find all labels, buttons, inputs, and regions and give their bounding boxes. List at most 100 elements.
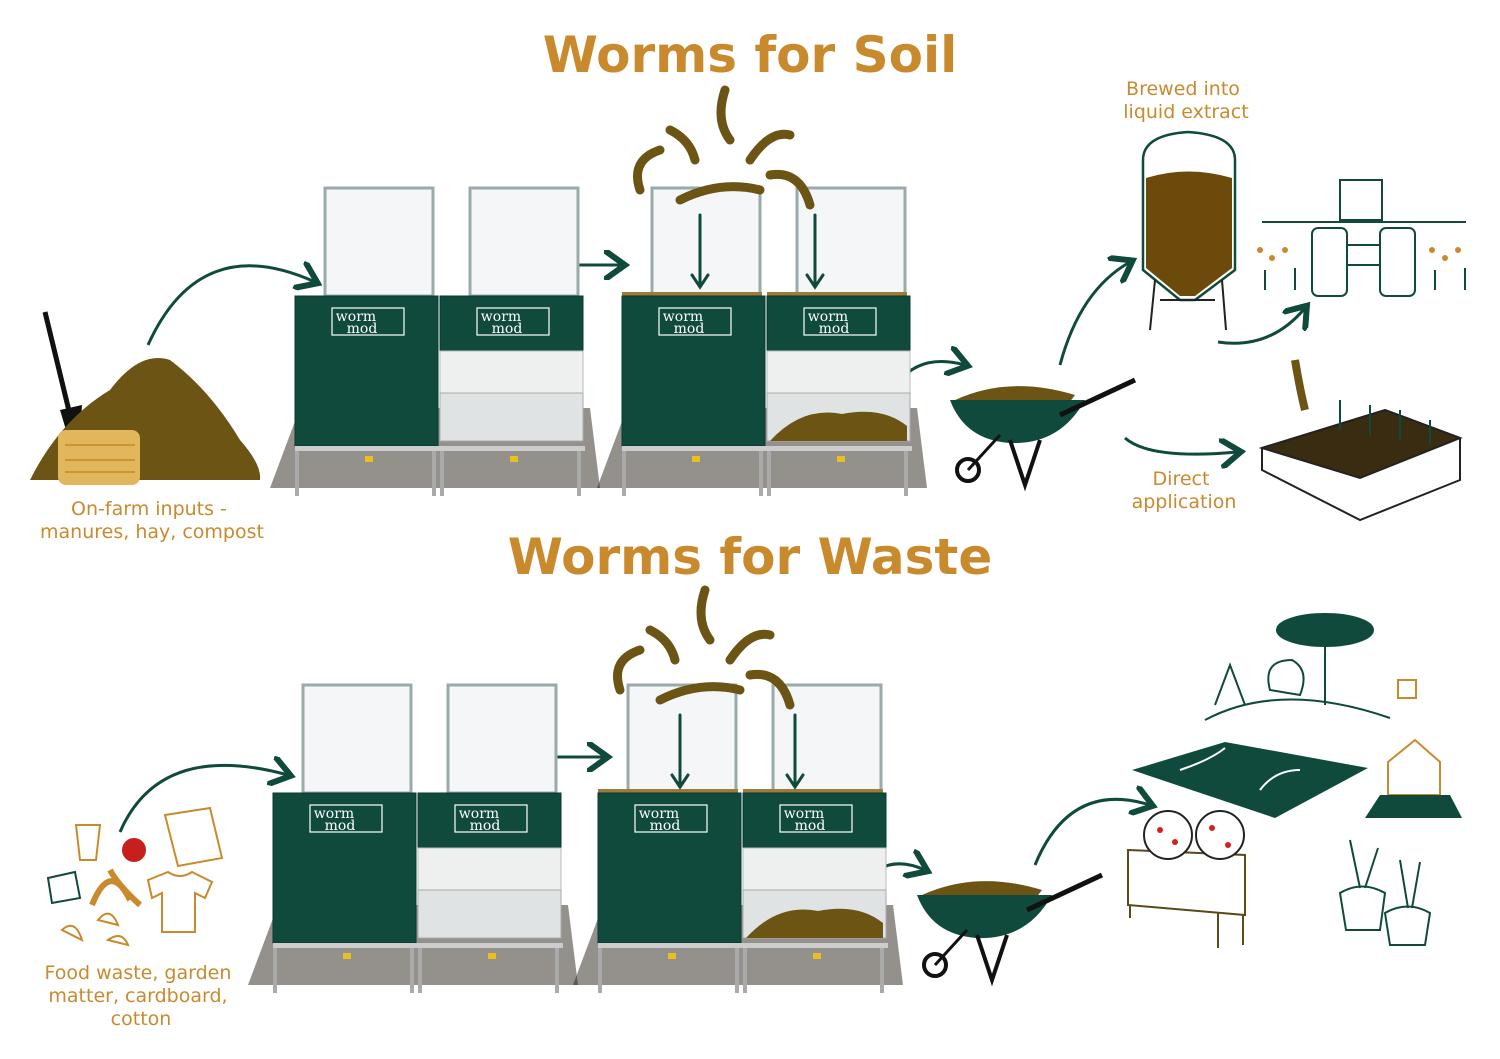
worm bbox=[675, 182, 765, 205]
arrow-to-sprayer bbox=[1217, 308, 1305, 345]
worm bbox=[633, 145, 665, 195]
bin-leg bbox=[440, 446, 444, 496]
bin-window bbox=[417, 847, 562, 891]
bin-panel bbox=[439, 295, 584, 352]
potted-plants-icon bbox=[1338, 839, 1432, 946]
planting-bed-icon bbox=[1258, 359, 1463, 522]
logo-text: worm bbox=[663, 309, 703, 325]
logo-text: mod bbox=[325, 818, 356, 834]
bin-leg bbox=[622, 446, 626, 496]
castings bbox=[770, 411, 907, 441]
logo-text: worm bbox=[314, 806, 354, 822]
bin-leg bbox=[410, 943, 414, 993]
bin-base-frame bbox=[598, 943, 888, 948]
tap bbox=[692, 456, 700, 462]
barrow-handle bbox=[1058, 377, 1137, 418]
raised-flower-bed-icon bbox=[1127, 810, 1246, 948]
logo-text: worm bbox=[459, 806, 499, 822]
logo-text: mod bbox=[470, 818, 501, 834]
tap bbox=[365, 456, 373, 462]
logo-text: worm bbox=[481, 309, 521, 325]
worm bbox=[765, 169, 815, 210]
bin-window bbox=[742, 847, 887, 891]
bin-window bbox=[439, 350, 584, 394]
worm bbox=[716, 85, 735, 145]
barrow-wheel bbox=[955, 457, 981, 483]
sports-field-icon bbox=[1132, 742, 1368, 818]
bin-panel bbox=[766, 295, 911, 352]
tap bbox=[813, 953, 821, 959]
bin-leg bbox=[743, 943, 747, 993]
arrow-to-extract bbox=[1058, 262, 1130, 366]
worm bbox=[655, 682, 745, 705]
bin-leg bbox=[759, 446, 763, 496]
worm bbox=[745, 669, 795, 710]
waste-input-label: Food waste, garden matter, cardboard, co… bbox=[45, 962, 238, 1030]
logo-text: mod bbox=[347, 321, 378, 337]
barrow-frame bbox=[966, 433, 1002, 472]
bin-tray bbox=[417, 889, 562, 939]
worm-mod-logo bbox=[476, 307, 550, 336]
down-arrow bbox=[785, 713, 805, 790]
logo-text: mod bbox=[819, 321, 850, 337]
worms-waste bbox=[613, 585, 805, 790]
extract-label: Brewed into liquid extract bbox=[1123, 78, 1248, 123]
wheelbarrow-waste bbox=[917, 872, 1104, 987]
down-arrow bbox=[690, 213, 710, 290]
direct-application-label: Direct application bbox=[1132, 468, 1237, 513]
tap bbox=[837, 456, 845, 462]
worms-soil bbox=[633, 85, 825, 290]
bin-lid bbox=[626, 683, 738, 795]
bin-base-frame bbox=[273, 943, 563, 948]
bin-lid bbox=[301, 683, 413, 795]
barrow-stand bbox=[1008, 439, 1042, 492]
bin-leg bbox=[418, 943, 422, 993]
logo-text: worm bbox=[639, 806, 679, 822]
soil-input-label: On-farm inputs - manures, hay, compost bbox=[40, 498, 264, 543]
tap bbox=[343, 953, 351, 959]
tractor-sprayer-icon bbox=[1257, 179, 1466, 297]
worm-mod-logo bbox=[454, 804, 528, 833]
worm-mod-logo bbox=[658, 307, 732, 336]
food-waste-icons bbox=[46, 806, 224, 947]
logo-text: mod bbox=[795, 818, 826, 834]
bin-leg bbox=[598, 943, 602, 993]
down-arrow bbox=[805, 213, 825, 290]
arrow-to-raised-bed bbox=[1033, 799, 1150, 866]
tap bbox=[668, 953, 676, 959]
worm-mod-logo bbox=[634, 804, 708, 833]
logo-text: mod bbox=[650, 818, 681, 834]
bin-panel bbox=[597, 792, 742, 944]
bin-leg bbox=[767, 446, 771, 496]
bin-leg bbox=[555, 943, 559, 993]
barrow-tub bbox=[950, 400, 1085, 444]
tap bbox=[488, 953, 496, 959]
bin-base-frame bbox=[295, 446, 585, 451]
worm-mod-logo bbox=[779, 804, 853, 833]
arrow-waste-input-to-bin bbox=[118, 765, 288, 833]
down-arrows bbox=[670, 713, 805, 790]
liquid-extract-tank-icon bbox=[1141, 130, 1237, 331]
bin-lid bbox=[446, 683, 558, 795]
bin-leg bbox=[735, 943, 739, 993]
bin-panel bbox=[742, 792, 887, 849]
castings bbox=[746, 908, 883, 938]
wheelbarrow-soil bbox=[950, 377, 1137, 492]
bin-tray bbox=[439, 392, 584, 442]
logo-text: worm bbox=[784, 806, 824, 822]
bin-leg bbox=[880, 943, 884, 993]
arrow-input-to-bin bbox=[146, 266, 315, 346]
bin-leg bbox=[295, 446, 299, 496]
bin-panel bbox=[294, 295, 439, 447]
bin-lid bbox=[468, 186, 580, 298]
logo-text: mod bbox=[492, 321, 523, 337]
landscape-icon bbox=[1204, 613, 1417, 721]
bin-panel bbox=[417, 792, 562, 849]
waste-title: Worms for Waste bbox=[508, 528, 993, 586]
bin-panel bbox=[272, 792, 417, 944]
worm bbox=[645, 625, 680, 665]
